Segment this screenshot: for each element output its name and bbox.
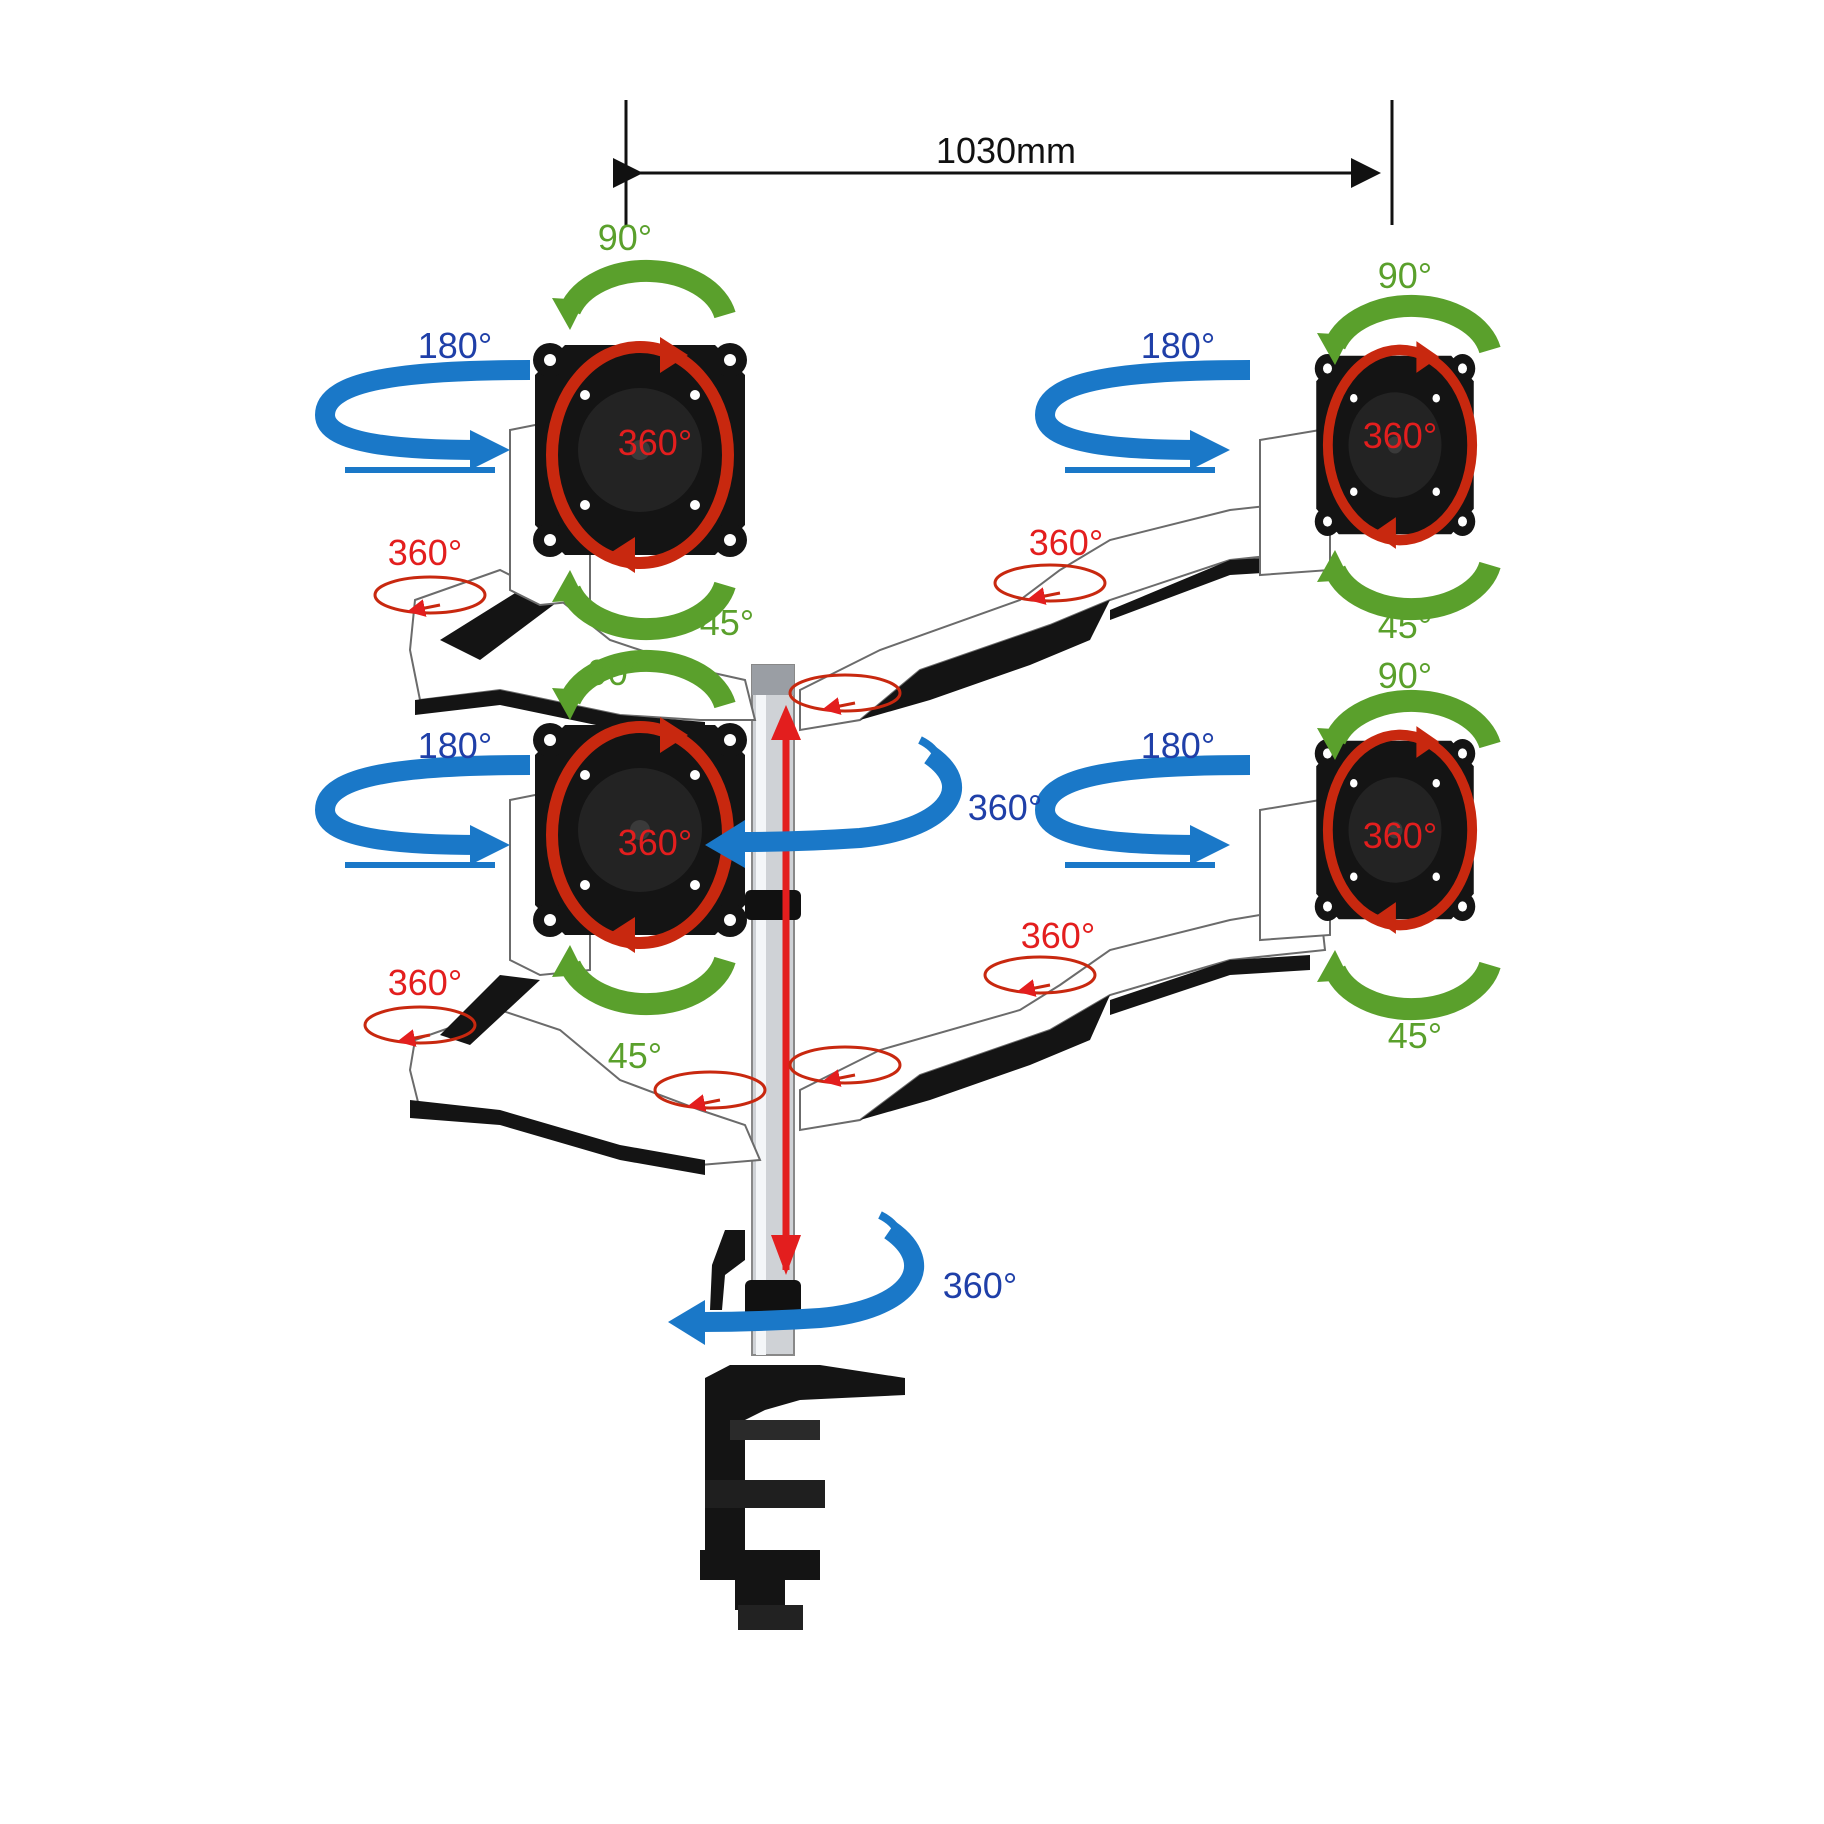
tilt-up-label: 90°: [1378, 255, 1432, 296]
rotation-label: 360°: [618, 422, 692, 463]
tilt-down-arrow-icon: [1317, 950, 1490, 1009]
arm-top-right: [799, 428, 1331, 732]
pole-rotate-arrow-upper-icon: [705, 736, 962, 868]
arm-bottom-right: [799, 798, 1331, 1132]
swivel-label: 180°: [1141, 725, 1215, 766]
rotation-label: 360°: [1363, 415, 1437, 456]
desk-clamp: [700, 1230, 905, 1630]
swivel-label: 180°: [418, 325, 492, 366]
swivel-arrow-icon: [325, 370, 530, 470]
arm-rotation-label: 360°: [388, 962, 462, 1003]
pole-rotate-arrow-lower-icon: [668, 1211, 925, 1345]
tilt-up-label: 90°: [588, 652, 642, 693]
tilt-down-label: 45°: [1378, 605, 1432, 646]
pole: [745, 664, 801, 1356]
clamp-handle-icon[interactable]: [710, 1230, 745, 1310]
tilt-up-label: 90°: [1378, 655, 1432, 696]
arm-rotation-label: 360°: [1021, 915, 1095, 956]
joint-rotate-ring-icon: [655, 1072, 765, 1108]
swivel-arrow-icon: [1045, 370, 1250, 470]
rotation-label: 360°: [618, 822, 692, 863]
tilt-down-label: 45°: [608, 1035, 662, 1076]
rotation-label: 360°: [1363, 815, 1437, 856]
swivel-label: 180°: [418, 725, 492, 766]
pole-rotation-lower-label: 360°: [943, 1265, 1017, 1306]
swivel-arrow-icon: [325, 765, 530, 865]
swivel-label: 180°: [1141, 325, 1215, 366]
tilt-up-arrow-icon: [552, 271, 725, 330]
dimension-indicator: 1030mm: [613, 100, 1394, 225]
swivel-arrow-icon: [1045, 765, 1250, 865]
tilt-down-arrow-icon: [1317, 550, 1490, 609]
dimension-label: 1030mm: [936, 130, 1076, 171]
arm-rotation-label: 360°: [1029, 522, 1103, 563]
tilt-up-label: 90°: [598, 217, 652, 258]
pole-rotation-upper-label: 360°: [968, 787, 1042, 828]
tilt-down-label: 45°: [1388, 1015, 1442, 1056]
arm-rotation-label: 360°: [388, 532, 462, 573]
pole-collar-upper: [745, 890, 801, 920]
tilt-down-label: 45°: [700, 602, 754, 643]
